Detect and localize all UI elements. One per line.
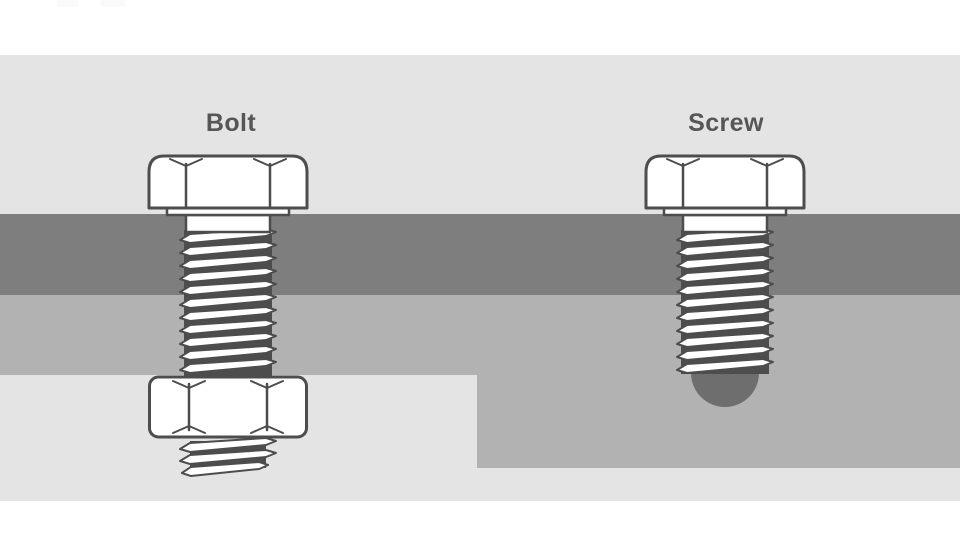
screw-label: Screw [688, 109, 764, 137]
material-layer-bottom [0, 295, 960, 375]
material-layer-top [0, 214, 960, 295]
top-edge-artifact [57, 0, 78, 7]
screw-illustration [644, 154, 806, 407]
bolt-thread-tip [179, 437, 277, 477]
screw-embedded-tip [691, 373, 759, 407]
top-edge-artifact [101, 0, 125, 7]
bolt-illustration [147, 154, 309, 477]
bolt-head [147, 154, 309, 234]
bolt-nut [148, 375, 308, 439]
screw-head [644, 154, 806, 234]
bolt-label: Bolt [205, 109, 257, 137]
